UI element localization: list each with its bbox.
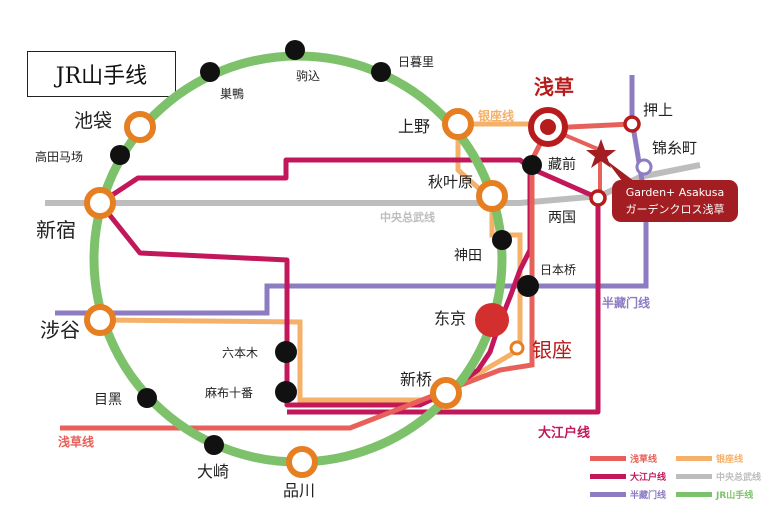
label-shinagawa: 品川 [283,481,315,500]
legend-label-asakusa: 浅草线 [630,453,657,465]
label-oedo-line: 大江户线 [538,425,590,441]
station-sugamo-marker[interactable] [200,62,220,82]
orange-stations [84,108,525,478]
station-ryogoku-marker[interactable] [589,189,607,207]
black-stations [110,40,542,455]
label-meguro: 目黑 [94,392,122,408]
legend-label-chuo-sobu: 中央总武线 [716,471,761,483]
station-osaki-marker[interactable] [204,435,224,455]
map-title: JR山手线 [27,51,176,97]
station-meguro-marker[interactable] [137,388,157,408]
label-ryogoku: 两国 [548,210,576,226]
label-kanda: 神田 [454,248,482,264]
label-osaki: 大崎 [197,462,229,481]
station-nihonbashi-marker[interactable] [517,275,539,297]
station-kuramae-marker[interactable] [522,155,542,175]
label-shibuya: 涉谷 [40,318,80,342]
station-ikebukuro-marker[interactable] [124,111,156,143]
callout-line1: Garden+ Asakusa [626,186,725,199]
station-takadanobaba-marker[interactable] [110,145,130,165]
legend-label-hanzomon: 半藏门线 [630,489,666,501]
station-shinbashi-marker[interactable] [430,377,462,409]
legend-swatch-oedo [590,474,626,479]
legend-swatch-chuo-sobu [676,474,712,479]
callout-line2: ガーデンクロス浅草 [626,202,725,216]
station-nippori-marker[interactable] [371,62,391,82]
label-nippori: 日暮里 [398,55,434,69]
legend-swatch-yamanote [676,492,712,497]
label-shinjuku: 新宿 [36,218,76,242]
label-nihonbashi: 日本桥 [540,263,576,277]
station-asakusa-inner [540,119,556,135]
label-hanzomon-line: 半藏门线 [602,295,650,310]
label-ginza: 银座 [532,338,572,362]
legend-label-ginza: 银座线 [716,453,743,465]
station-kinshicho-marker[interactable] [635,158,653,176]
label-roppongi: 六本木 [222,346,258,360]
station-kanda-marker[interactable] [492,230,512,250]
legend-label-oedo: 大江户线 [630,471,666,483]
station-komagome-marker[interactable] [285,40,305,60]
label-shinbashi: 新桥 [400,370,432,389]
label-ueno: 上野 [398,117,430,136]
label-akihabara: 秋叶原 [428,173,473,191]
label-tokyo: 东京 [434,309,466,328]
station-shibuya-marker[interactable] [84,304,116,336]
station-azabujuban-marker[interactable] [275,381,297,403]
label-sugamo: 巣鴨 [220,87,244,101]
label-komagome: 驹込 [296,68,320,83]
legend: 浅草线 银座线 大江户线 中央总武线 半藏门线 JR山手线 [590,453,761,501]
station-ueno-marker[interactable] [442,108,474,140]
station-roppongi-marker[interactable] [275,341,297,363]
label-kuramae: 藏前 [548,156,576,173]
station-oshiage-marker[interactable] [623,115,641,133]
label-chuo-sobu-line: 中央总武线 [380,210,435,224]
legend-label-yamanote: JR山手线 [715,489,753,501]
label-kinshicho: 锦糸町 [652,139,697,157]
station-shinagawa-marker[interactable] [286,446,318,478]
label-asakusa: 浅草 [534,75,574,99]
label-takadanobaba: 高田马场 [35,149,83,164]
label-ginza-line: 银座线 [478,108,514,123]
callout-pointer [606,160,634,181]
legend-swatch-ginza [676,456,712,461]
label-asakusa-line: 浅草线 [58,434,94,449]
legend-swatch-asakusa [590,456,626,461]
station-akihabara-marker[interactable] [476,180,508,212]
callout-box [612,180,738,222]
station-tokyo-marker[interactable] [475,303,509,337]
station-shinjuku-marker[interactable] [84,187,116,219]
label-ikebukuro: 池袋 [74,110,112,132]
label-oshiage: 押上 [643,101,673,119]
location-star-icon [586,139,616,168]
label-azabujuban: 麻布十番 [205,385,253,400]
station-ginza-marker[interactable] [509,340,525,356]
legend-swatch-hanzomon [590,492,626,497]
